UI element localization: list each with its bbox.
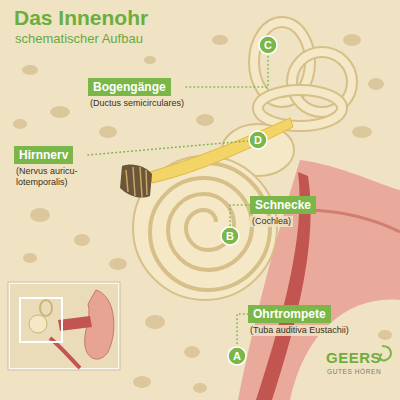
cranial-nerve xyxy=(120,164,152,197)
tissue-line xyxy=(312,210,400,232)
inset-bone xyxy=(10,284,118,368)
part-name: Bogengänge xyxy=(88,78,171,96)
inset-frame xyxy=(8,282,120,370)
part-label: Ohrtrompete (Tuba auditiva Eustachii) xyxy=(248,305,351,336)
bone-pore xyxy=(74,234,90,246)
part-label: Schnecke (Cochlea) xyxy=(250,196,316,227)
bone-pore xyxy=(343,34,361,46)
canal-outline xyxy=(258,90,342,126)
part-name: Ohrtrompete xyxy=(248,305,331,323)
callout-disc-shape xyxy=(259,36,277,54)
latin-name: (Nervus auricu- lotemporalis) xyxy=(14,166,88,188)
latin-name: (Ductus semicirculares) xyxy=(88,98,186,109)
bone-pore xyxy=(30,208,50,222)
brand-name: GEERS xyxy=(326,349,381,366)
bone-pore xyxy=(50,106,70,118)
leader-line xyxy=(237,314,248,346)
part-name: Hirnnerv xyxy=(14,146,73,164)
callout-circle: C xyxy=(258,35,278,55)
part-name: Schnecke xyxy=(250,196,316,214)
bone-pore xyxy=(212,35,228,45)
callout-disc-shape xyxy=(228,347,246,365)
callout-letter: D xyxy=(248,134,268,146)
semicircular-canals xyxy=(254,22,352,126)
bone-pore xyxy=(13,119,27,129)
callout-letter: C xyxy=(258,39,278,51)
soft-tissue xyxy=(238,160,400,400)
canal xyxy=(258,90,342,126)
inset-cochlea xyxy=(29,315,47,333)
bone-pore xyxy=(193,383,207,393)
bone-pore xyxy=(23,253,37,263)
bone-pore xyxy=(196,114,214,126)
bone-pore xyxy=(145,315,165,329)
bone-pore xyxy=(184,346,200,358)
inset-highlight xyxy=(20,298,62,342)
latin-name: (Cochlea) xyxy=(250,216,293,227)
brand-symbol xyxy=(380,346,391,360)
leader-line xyxy=(186,55,268,87)
latin-name: (Tuba auditiva Eustachii) xyxy=(248,325,351,336)
callout-circle: B xyxy=(220,226,240,246)
callout-circle: D xyxy=(248,130,268,150)
bone-pore xyxy=(368,78,384,90)
leader-line xyxy=(88,141,248,155)
nerve-stripes xyxy=(126,167,147,197)
callout-disc-shape xyxy=(249,131,267,149)
inset-ear-canal xyxy=(58,316,92,331)
part-label: Bogengänge (Ductus semicirculares) xyxy=(88,78,186,109)
overview-inset xyxy=(8,282,120,370)
callout-letter: B xyxy=(220,230,240,242)
bone-pore xyxy=(99,126,117,138)
part-label: Hirnnerv (Nervus auricu- lotemporalis) xyxy=(14,146,88,188)
bone-pore xyxy=(352,126,372,138)
inset-canals xyxy=(40,300,52,316)
leader-line xyxy=(230,205,250,226)
diagram-title: Das Innenohr xyxy=(14,6,148,30)
subtitle: schematischer Aufbau xyxy=(15,31,143,46)
brand-slogan: GUTES HÖREN xyxy=(327,368,381,375)
bone-pore xyxy=(133,376,151,388)
bone-pore xyxy=(144,56,156,64)
callout-circle: A xyxy=(227,346,247,366)
nerve-bundle xyxy=(150,118,293,183)
bone-pore xyxy=(378,330,392,340)
bone-pore xyxy=(109,258,127,270)
bone-pore xyxy=(22,65,38,75)
callout-disc-shape xyxy=(221,227,239,245)
callout-letter: A xyxy=(227,350,247,362)
